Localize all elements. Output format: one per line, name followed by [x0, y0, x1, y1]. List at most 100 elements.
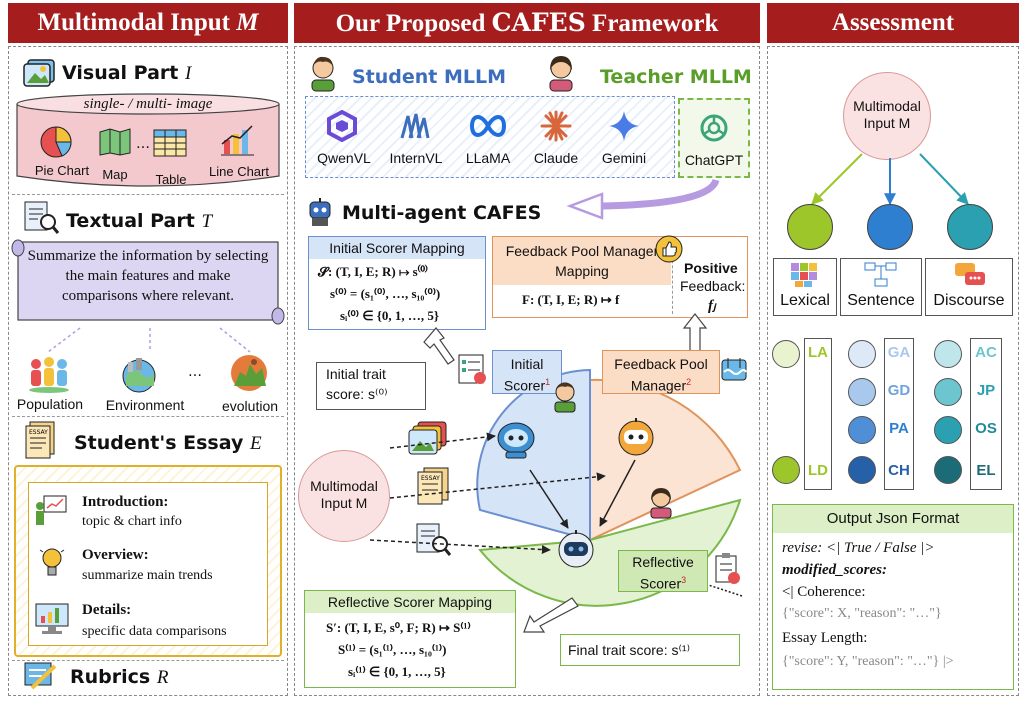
trait-gd: GD — [887, 382, 911, 399]
model-internvl: InternVL — [389, 150, 443, 166]
model-claude: Claude — [533, 150, 579, 166]
output-line-5: Essay Length: — [782, 630, 868, 646]
left-header: Multimodal Input M — [8, 3, 288, 43]
reflective-mapping-line-1: S′: (T, I, E, s⁰, F; R) ↦ S⁽¹⁾ — [326, 620, 471, 635]
left-panel — [8, 46, 288, 696]
multimodal-input-circle — [298, 450, 390, 542]
trait-circle-jp — [934, 378, 962, 406]
gemini-icon — [608, 110, 640, 142]
checklist-icon — [456, 352, 490, 386]
model-chatgpt: ChatGPT — [684, 152, 744, 168]
initial-mapping-line-3: sᵢ⁽⁰⁾ ∈ {0, 1, …, 5} — [340, 308, 440, 323]
trait-la: LA — [808, 344, 828, 361]
output-line-6: {"score": Y, "reason": "…"} |> — [782, 654, 954, 669]
feedback-robot-icon — [614, 416, 658, 458]
teacher-to-cafes-arrow — [566, 178, 720, 220]
agent-pie — [476, 368, 742, 607]
output-line-4: {"score": X, "reason": "…"} — [782, 606, 942, 621]
trait-pa: PA — [889, 420, 909, 437]
multiagent-title: Multi-agent CAFES — [342, 202, 542, 224]
root-circle — [843, 72, 931, 160]
right-header: Assessment — [767, 3, 1019, 43]
essay-stack-icon: ESSAY — [416, 466, 450, 506]
trait-circle-la — [772, 340, 800, 368]
output-line-1: revise: <| True / False |> — [782, 540, 935, 556]
reflective-mapping-title: Reflective Scorer Mapping — [305, 591, 515, 613]
lexical-node — [787, 204, 833, 250]
visual-item-pie: Pie Chart — [34, 163, 90, 178]
essay-details-body: specific data comparisons — [82, 624, 227, 639]
visual-part-title: Visual Part I — [62, 62, 192, 84]
tree-arrows — [811, 153, 969, 206]
trait-os: OS — [975, 420, 997, 437]
qwen-icon — [326, 110, 358, 142]
trait-jp: JP — [976, 382, 996, 399]
teacher-mllm-label: Teacher MLLM — [600, 66, 752, 88]
rubrics-title: Rubrics R — [70, 666, 169, 688]
trait-circle-os — [934, 416, 962, 444]
final-score-text: Final trait score: s⁽¹⁾ — [568, 642, 691, 658]
clipboard-icon — [712, 552, 742, 586]
thumbs-up-icon — [654, 234, 684, 264]
reflective-scorer-label: Reflective Scorer3 — [618, 550, 708, 592]
internvl-icon — [398, 110, 430, 142]
monitor-chart-icon — [34, 602, 70, 636]
feedback-manager-label: Feedback Pool Manager2 — [602, 350, 720, 394]
lexical-bar — [804, 338, 832, 490]
trait-circle-el — [934, 456, 962, 484]
feedback-mapping-title: Feedback Pool Manager Mapping — [493, 237, 671, 285]
reflective-robot-icon — [554, 528, 598, 570]
trait-circle-ac — [934, 340, 962, 368]
trait-circle-ga — [848, 340, 876, 368]
reflective-mapping-line-2: S⁽¹⁾ = (s₁⁽¹⁾, …, s₁₀⁽¹⁾) — [338, 642, 447, 657]
model-qwenvl: QwenVL — [317, 150, 371, 166]
robot-group-icon — [304, 196, 336, 228]
category-lexical: Lexical — [780, 292, 830, 309]
initial-trait-box — [316, 362, 426, 410]
word-tiles-icon — [790, 262, 818, 288]
essay-details-head: Details: — [82, 602, 132, 618]
evolution-icon — [226, 352, 272, 394]
teacher-avatar-icon — [544, 54, 578, 92]
line-chart-icon — [218, 122, 256, 158]
model-gemini: Gemini — [601, 150, 647, 166]
sentence-node — [867, 204, 913, 250]
instruction-text: Summarize the information by selecting t… — [27, 248, 269, 304]
essay-overview-body: summarize main trends — [82, 568, 213, 583]
chatgpt-icon — [698, 112, 730, 144]
sentence-tree-icon — [864, 262, 898, 288]
image-icon — [22, 58, 56, 88]
essay-overview-head: Overview: — [82, 547, 149, 563]
document-search-icon — [22, 200, 60, 236]
essay-intro-head: Introduction: — [82, 494, 169, 510]
model-llama: LLaMA — [465, 150, 511, 166]
positive-feedback-1: Positive — [684, 260, 738, 276]
sentence-bar — [884, 338, 914, 490]
llama-icon — [468, 110, 508, 142]
initial-scorer-label: Initial Scorer1 — [492, 350, 562, 394]
teacher-small-icon — [646, 486, 676, 520]
ellipsis-topics: … — [188, 364, 202, 380]
svg-text:ESSAY: ESSAY — [421, 475, 440, 482]
trait-ch: CH — [888, 462, 910, 479]
environment-icon — [116, 352, 162, 394]
initial-trait-1: Initial trait — [326, 366, 386, 382]
essay-title: Student's Essay E — [74, 432, 262, 454]
trait-ga: GA — [887, 344, 911, 361]
teacher-model-box — [678, 98, 750, 178]
topic-evolution: evolution — [221, 398, 279, 414]
trait-ld: LD — [808, 462, 828, 479]
essay-icon: ESSAY — [24, 420, 58, 460]
visual-item-map: Map — [102, 167, 128, 182]
flow-arrows — [369, 432, 743, 597]
instruction-scroll — [10, 236, 286, 328]
map-icon — [98, 128, 132, 156]
positive-feedback-sym: fⱼ — [708, 298, 716, 314]
student-mllm-label: Student MLLM — [352, 66, 507, 88]
essay-intro-body: topic & chart info — [82, 514, 182, 529]
textual-part-title: Textual Part T — [66, 210, 213, 232]
right-panel — [767, 46, 1019, 696]
trait-ac: AC — [975, 344, 997, 361]
pie-chart-icon — [36, 124, 76, 160]
claude-icon — [540, 110, 572, 142]
